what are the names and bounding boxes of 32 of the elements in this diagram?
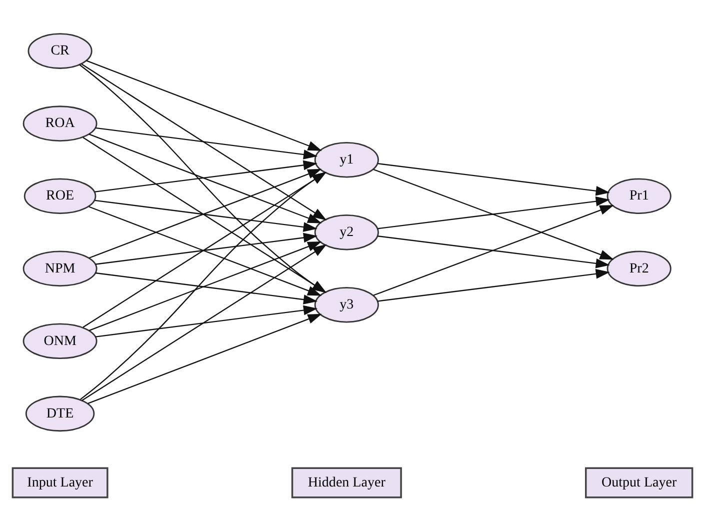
arrow [88,206,322,296]
arrow [95,272,318,304]
arrow [94,160,318,192]
arrow [88,168,322,258]
node-box: Input Layer [12,466,108,498]
node-ellipse: NPM [22,250,98,286]
arrow [88,313,322,404]
arrow [378,196,610,229]
node-ellipse: ONM [22,322,98,359]
node-ellipse: ROA [22,105,98,141]
node-ellipse: DTE [25,395,95,432]
arrow [86,60,322,150]
arrow [378,162,610,196]
arrow [373,168,614,260]
arrow [95,304,318,337]
node-ellipse: y2 [314,214,379,250]
node-ellipse: y1 [314,141,379,178]
arrow [95,126,318,159]
arrow [88,240,322,331]
arrow [378,235,610,268]
node-ellipse: Pr1 [606,178,672,214]
arrow [378,268,610,302]
arrow [95,232,318,264]
node-box: Output Layer [585,466,694,498]
node-ellipse: CR [28,32,92,68]
arrow [88,133,322,223]
node-ellipse: y3 [314,286,379,322]
arrow [373,204,614,296]
node-box: Hidden Layer [291,466,402,498]
node-ellipse: ROE [24,178,96,214]
arrow [94,199,318,232]
node-ellipse: Pr2 [606,250,672,286]
